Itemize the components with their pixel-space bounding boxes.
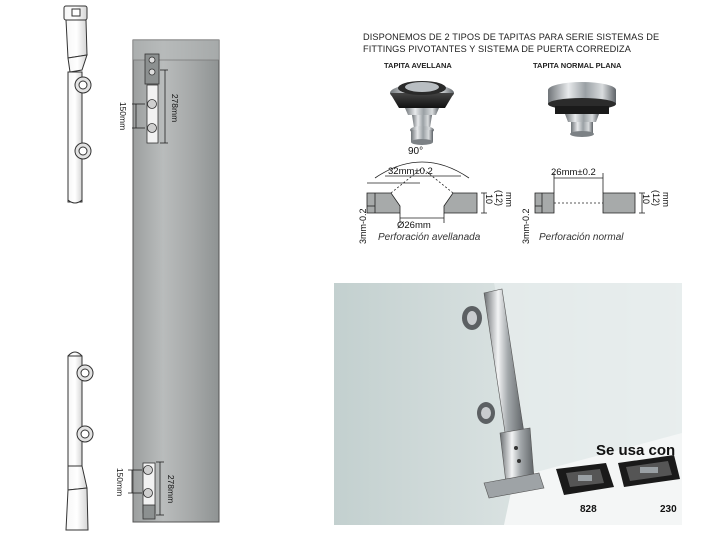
countersunk-caption: Perforación avellanada bbox=[378, 232, 481, 243]
countersunk-unit: mm bbox=[504, 192, 514, 207]
flat-cap-title: TAPITA NORMAL PLANA bbox=[533, 61, 622, 70]
glass-top-fitting bbox=[144, 53, 160, 144]
top-post-clamp-upper bbox=[74, 76, 92, 94]
countersunk-cap-image bbox=[390, 81, 454, 145]
flat-top-dim: 26mm±0.2 bbox=[551, 167, 596, 178]
bottom-post-clamp-upper bbox=[76, 364, 94, 382]
flat-caption: Perforación normal bbox=[539, 232, 624, 243]
countersunk-cap-title: TAPITA AVELLANA bbox=[384, 61, 452, 70]
countersunk-angle-dim: 90° bbox=[408, 146, 423, 157]
top-spacing-dim: 150mm bbox=[118, 102, 128, 130]
countersunk-section bbox=[366, 161, 487, 223]
countersunk-top-dim: 32mm±0.2 bbox=[388, 166, 433, 177]
product-photo-art bbox=[334, 283, 682, 525]
bottom-total-dim: 278mm bbox=[166, 475, 176, 503]
top-post bbox=[63, 5, 88, 204]
used-with-label: Se usa con bbox=[596, 442, 676, 459]
flat-cap-image bbox=[548, 82, 616, 137]
product-230-label: 230 bbox=[660, 504, 677, 515]
top-post-clamp-lower bbox=[74, 142, 92, 160]
countersunk-bottom-dim: Ø26mm bbox=[397, 220, 431, 231]
door-drawing: 150mm 278mm 150mm 278mm bbox=[63, 5, 220, 531]
countersunk-thickness: 10 bbox=[484, 194, 494, 204]
caps-heading-line2: FITTINGS PIVOTANTES Y SISTEMA DE PUERTA … bbox=[363, 43, 631, 54]
flat-thickness: 10 bbox=[641, 194, 651, 204]
bottom-dimension-lines bbox=[128, 461, 164, 516]
product-photo bbox=[334, 283, 682, 525]
top-total-dim: 278mm bbox=[170, 94, 180, 122]
caps-drawings: 90° 32mm±0.2 Ø26mm 3mm-0.2 10 (12) mm Pe… bbox=[358, 81, 671, 244]
flat-unit: mm bbox=[661, 192, 671, 207]
product-230-image bbox=[618, 455, 680, 487]
bottom-post-clamp-lower bbox=[76, 425, 94, 443]
top-dimension-lines bbox=[132, 69, 168, 144]
flat-section bbox=[534, 173, 645, 214]
flat-thickness-alt: (12) bbox=[651, 190, 661, 206]
product-828-label: 828 bbox=[580, 504, 597, 515]
glass-bottom-fitting bbox=[142, 462, 156, 520]
caps-heading: DISPONEMOS DE 2 TIPOS DE TAPITAS PARA SE… bbox=[363, 32, 659, 55]
product-828-image bbox=[556, 463, 614, 495]
caps-heading-line1: DISPONEMOS DE 2 TIPOS DE TAPITAS PARA SE… bbox=[363, 32, 660, 42]
flat-side-dim: 3mm-0.2 bbox=[521, 208, 531, 244]
countersunk-thickness-alt: (12) bbox=[494, 190, 504, 206]
countersunk-side-dim: 3mm-0.2 bbox=[358, 208, 368, 244]
bottom-spacing-dim: 150mm bbox=[115, 468, 125, 496]
